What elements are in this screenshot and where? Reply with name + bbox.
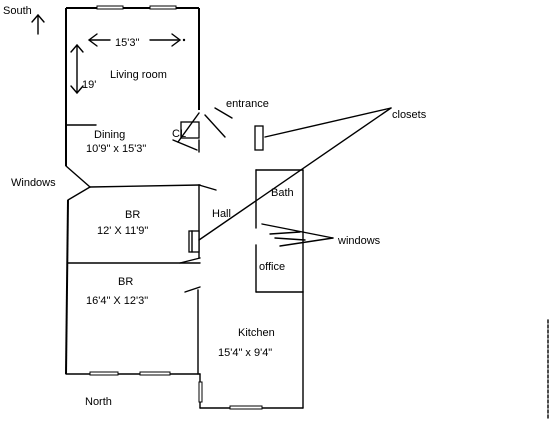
windows-left-label: Windows	[11, 177, 56, 189]
north-arrow-icon	[31, 13, 45, 35]
window-marks	[89, 5, 263, 410]
br2-size: 16'4" X 12'3"	[86, 295, 148, 307]
door-swings	[172, 107, 233, 293]
office-label: office	[259, 261, 285, 273]
dining-label: Dining	[94, 129, 125, 141]
kitchen-size: 15'4" x 9'4"	[218, 347, 272, 359]
living-room-depth: 19'	[82, 79, 96, 91]
closet-cl-label: CL	[172, 128, 186, 140]
width-dimension-arrow	[87, 33, 186, 47]
depth-dimension-arrow	[70, 43, 84, 95]
windows-leader-lines	[261, 223, 334, 247]
dining-size: 10'9" x 15'3"	[86, 143, 146, 155]
br1-size: 12' X 11'9"	[97, 225, 148, 237]
north-label: North	[85, 396, 112, 408]
living-room-label: Living room	[110, 69, 167, 81]
closets-label: closets	[392, 109, 427, 121]
br1-label: BR	[125, 209, 140, 221]
kitchen-label: Kitchen	[238, 327, 275, 339]
south-label: South	[3, 5, 32, 17]
bath-label: Bath	[271, 187, 294, 199]
entrance-label: entrance	[226, 98, 269, 110]
closets-leader-lines	[198, 107, 392, 241]
br2-label: BR	[118, 276, 133, 288]
outer-walls	[65, 7, 304, 409]
windows-right-label: windows	[337, 235, 381, 247]
hall-label: Hall	[212, 208, 231, 220]
closet-boxes	[180, 121, 264, 253]
living-room-width: 15'3"	[115, 37, 139, 49]
